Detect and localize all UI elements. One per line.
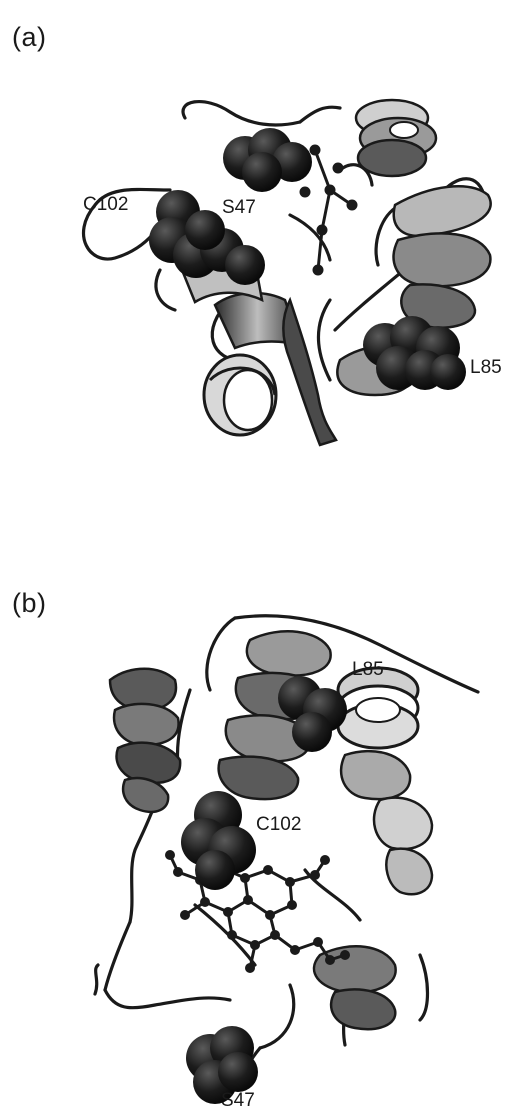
helix-bottom-left	[204, 355, 276, 435]
panel-b: (b)	[0, 570, 523, 1112]
residue-label-s47: S47	[222, 197, 256, 219]
protein-structure-a	[0, 0, 523, 540]
residue-label-c102: C102	[83, 194, 128, 216]
residue-label-s47-b: S47	[221, 1090, 255, 1112]
protein-structure-b	[0, 570, 523, 1112]
helix-right	[394, 186, 491, 327]
helix-left-b	[110, 669, 180, 812]
residue-spheres-s47-a	[223, 128, 312, 192]
residue-label-l85: L85	[470, 357, 502, 379]
panel-a: (a)	[0, 0, 523, 540]
helix-right-lower-b	[341, 751, 432, 894]
residue-label-c102-b: C102	[256, 814, 301, 836]
helix-top-right	[356, 100, 436, 176]
residue-label-l85-b: L85	[352, 659, 384, 681]
